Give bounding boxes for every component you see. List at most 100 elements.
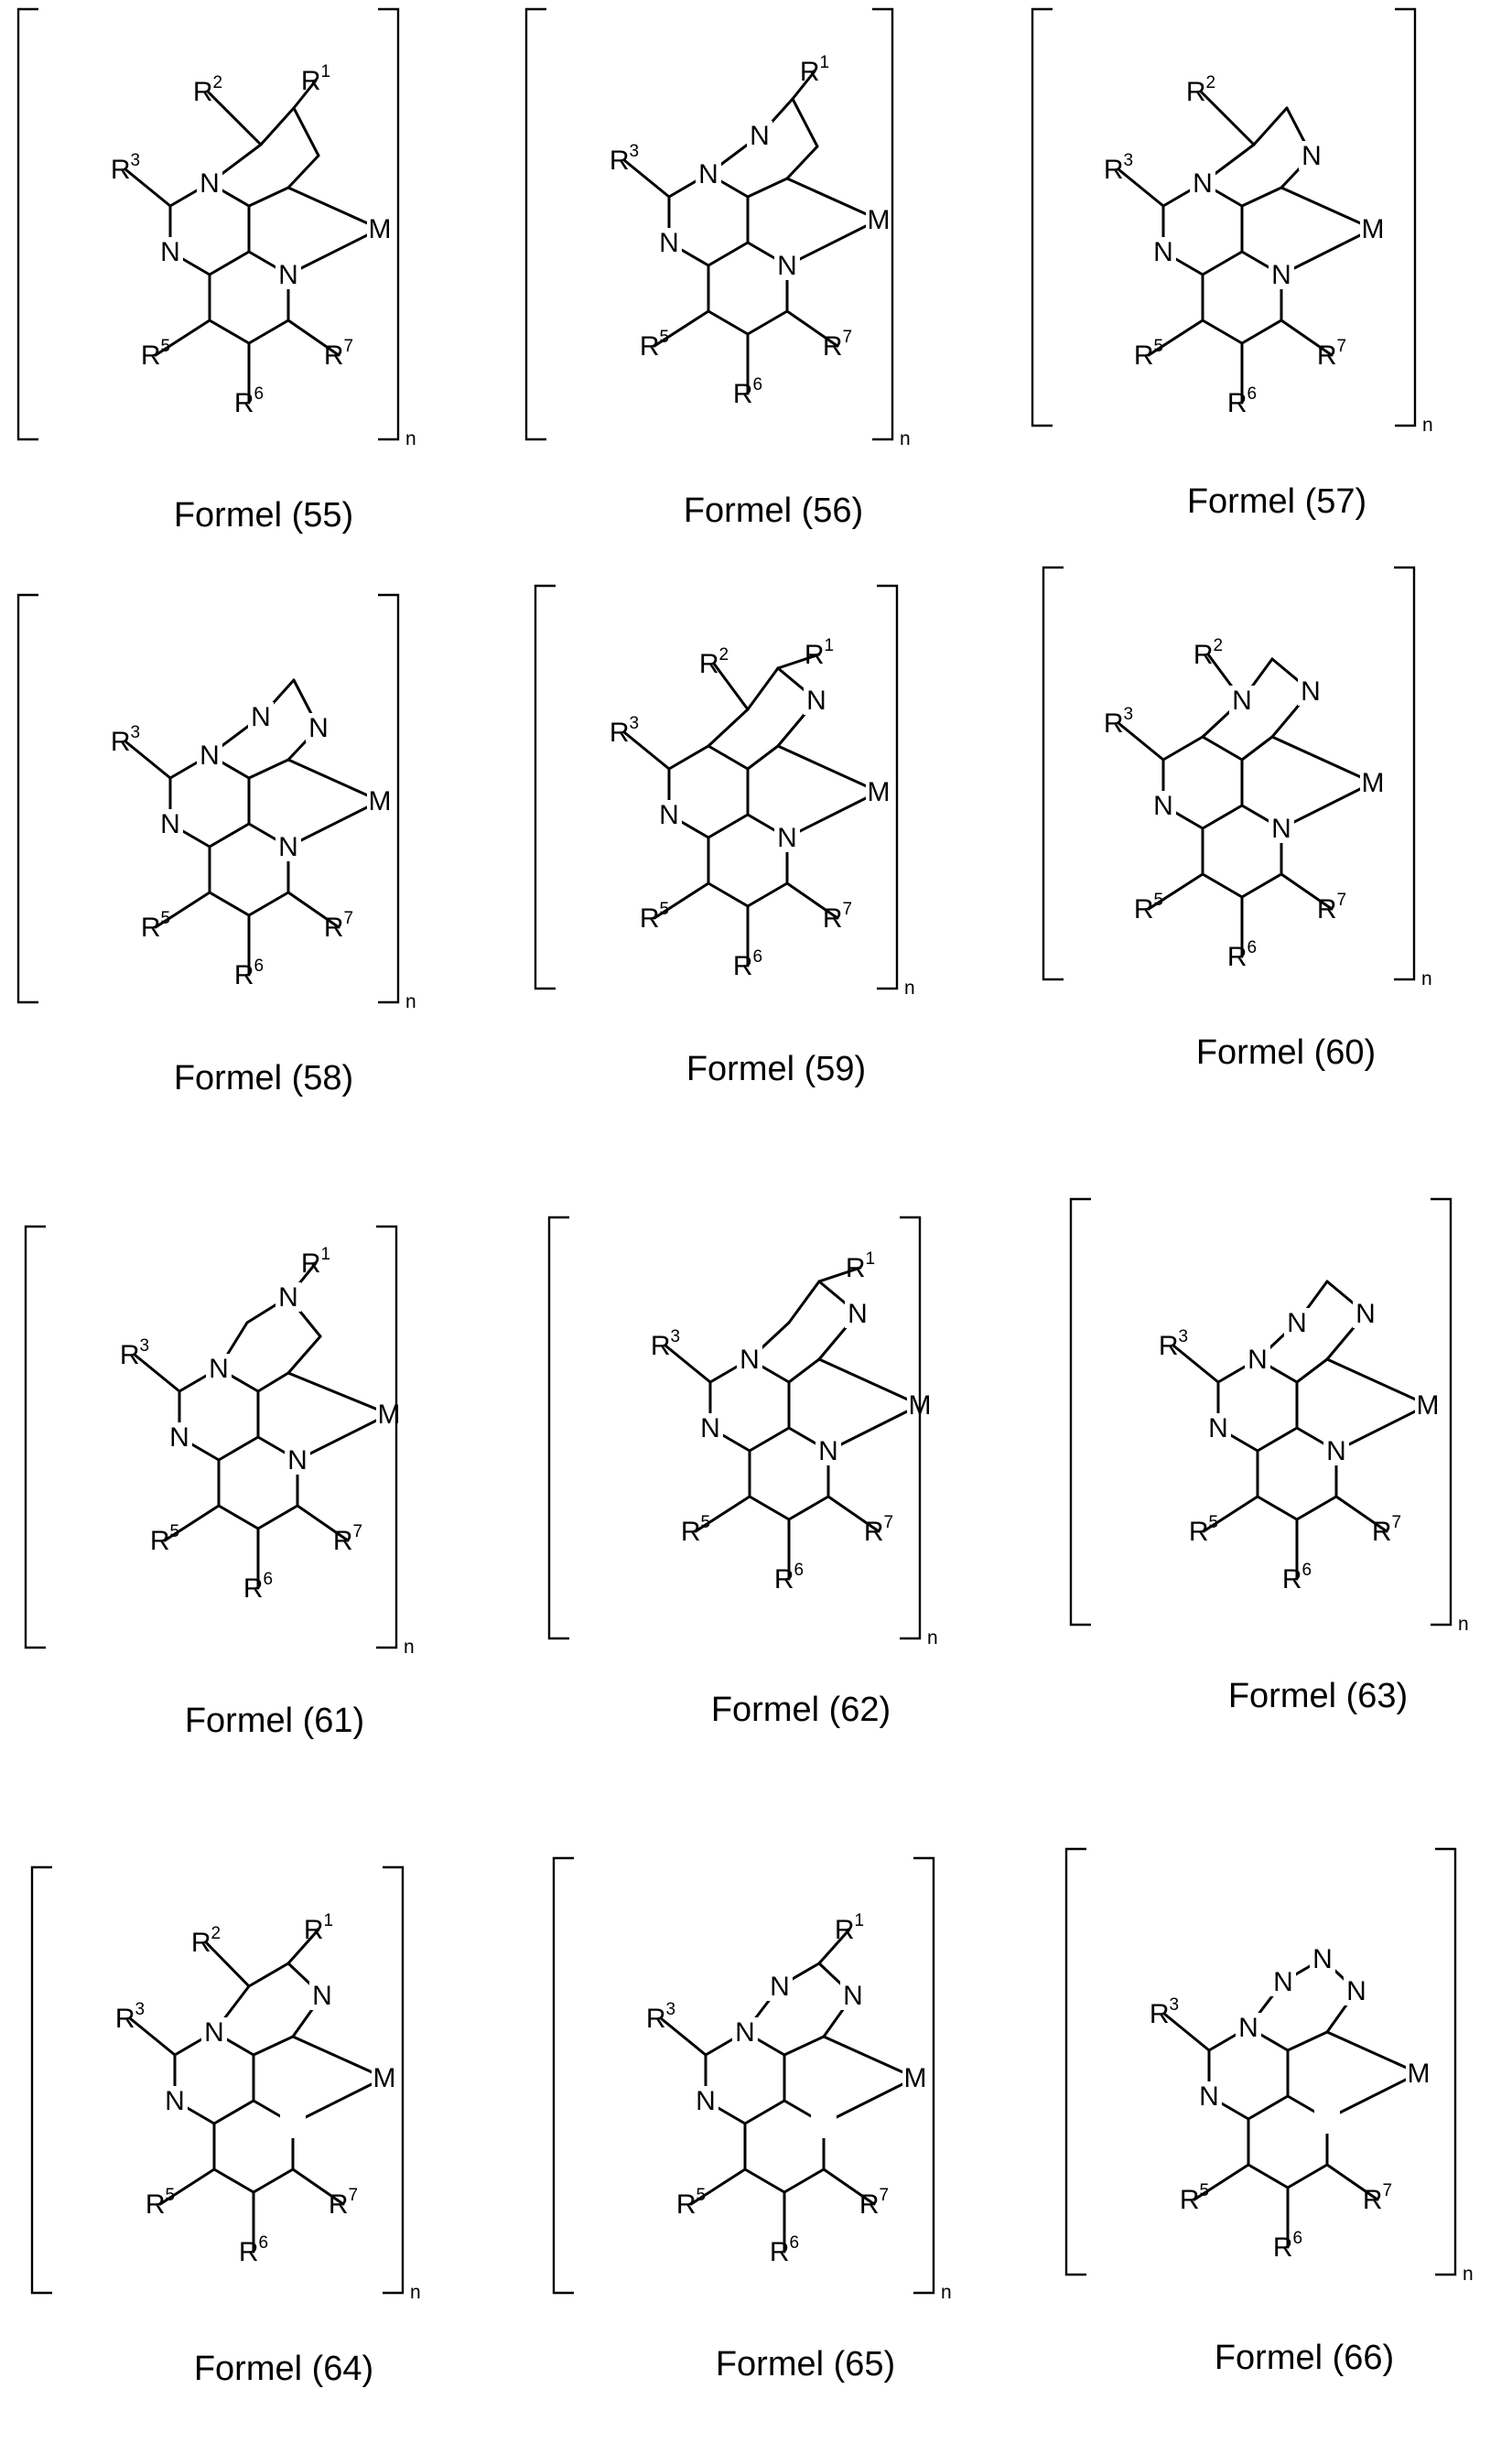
substituent-r1: R1 [805,636,834,670]
pyridine-nitrogen: N [278,260,298,290]
bond [1281,783,1373,828]
bond [1281,188,1373,229]
left-bracket [18,595,38,1002]
bond [1201,92,1254,145]
repeat-index: n [1463,2264,1474,2285]
bond [1242,737,1272,760]
formula-caption: Formel (61) [185,1702,364,1740]
formula-caption: Formel (57) [1187,482,1366,521]
pyridine-nitrogen: N [1326,1436,1346,1466]
bond [748,178,787,197]
metal-center: M [1362,768,1385,798]
bond [1242,188,1281,206]
pyridine-nitrogen: N [818,1436,838,1466]
formula-60: NNNNMR2R3R5R6R7nFormel (60) [1043,568,1432,1072]
bond [784,2169,824,2192]
bond [125,741,170,778]
bridge-nitrogen: N [698,159,718,189]
substituent-r6: R6 [243,1570,273,1604]
bond [1118,723,1163,760]
right-bracket [900,1217,920,1638]
bond [210,252,249,275]
bond [624,732,669,769]
substituent-r6: R6 [733,375,762,409]
pyrimidine-nitrogen: N [659,228,679,258]
formula-caption: Formel (56) [684,492,863,530]
bond [748,311,787,334]
formula-caption: Formel (62) [711,1691,891,1729]
left-bracket [1043,568,1064,979]
repeat-index: n [405,991,416,1012]
substituent-r6: R6 [1273,2229,1302,2263]
bond [708,243,748,265]
bond [708,815,748,838]
formula-caption: Formel (64) [194,2350,373,2388]
bond [1272,737,1373,783]
bond [249,760,288,778]
bond [288,188,380,229]
left-bracket [26,1227,46,1648]
bond [249,892,288,915]
substituent-r2: R2 [1193,636,1223,670]
bond [249,1963,288,1986]
bond [288,1336,320,1373]
bond [708,311,748,334]
formula-61: NNNNMR1R3R5R6R7nFormel (61) [26,1227,415,1740]
ring-nitrogen: N [1301,676,1321,707]
left-bracket [549,1217,569,1638]
substituent-r5: R5 [640,900,669,934]
formula-caption: Formel (63) [1228,1677,1408,1715]
ring-nitrogen: N [1232,686,1252,716]
substituent-r3: R3 [1104,705,1133,739]
formula-64: NNNMR1R2R3R5R6R7nFormel (64) [32,1867,421,2388]
repeat-index: n [1458,1614,1469,1635]
bond [750,1497,789,1519]
bond [787,146,817,178]
formula-caption: Formel (65) [716,2345,895,2384]
bond [219,1506,258,1529]
metal-center: M [1417,1390,1440,1421]
ring-nitrogen: N [251,702,271,732]
pyridine-nitrogen: N [1271,814,1291,844]
bond [125,169,170,206]
metal-center: M [904,2063,927,2093]
bond [778,746,879,792]
substituent-r7: R7 [823,900,852,934]
bond [748,883,787,906]
substituent-r5: R5 [141,909,170,943]
bond [261,108,294,145]
bond [624,160,669,197]
formula-62: NNNNMR1R3R5R6R7nFormel (62) [549,1217,938,1729]
left-bracket [1032,9,1053,426]
substituent-r3: R3 [610,714,639,748]
left-bracket [32,1867,52,2293]
substituent-r5: R5 [640,328,669,362]
substituent-r3: R3 [1159,1327,1188,1361]
bond [249,188,288,206]
ring-nitrogen: N [1273,1967,1293,1997]
substituent-r3: R3 [610,142,639,176]
metal-center: M [868,777,891,807]
metal-center: M [369,786,392,816]
bond [293,2078,384,2124]
bond [1173,1346,1218,1382]
formula-caption: Formel (58) [174,1059,353,1097]
bond [708,746,748,769]
substituent-r5: R5 [1180,2181,1209,2215]
substituent-r1: R1 [846,1249,875,1283]
bond [288,1373,389,1414]
formula-57: NNNNMR2R3R5R6R7nFormel (57) [1032,9,1433,521]
bond [210,824,249,847]
ring-nitrogen: N [770,1972,790,2002]
ring-nitrogen: N [1346,1976,1366,2006]
formula-caption: Formel (66) [1215,2339,1394,2377]
bond [210,320,249,343]
pyrimidine-nitrogen: N [169,1422,189,1453]
left-bracket [1071,1199,1091,1625]
bridge-nitrogen: N [209,1354,229,1384]
bond [828,1405,920,1451]
left-bracket [526,9,546,439]
pyrimidine-nitrogen: N [160,809,180,839]
substituent-r7: R7 [1317,891,1346,924]
